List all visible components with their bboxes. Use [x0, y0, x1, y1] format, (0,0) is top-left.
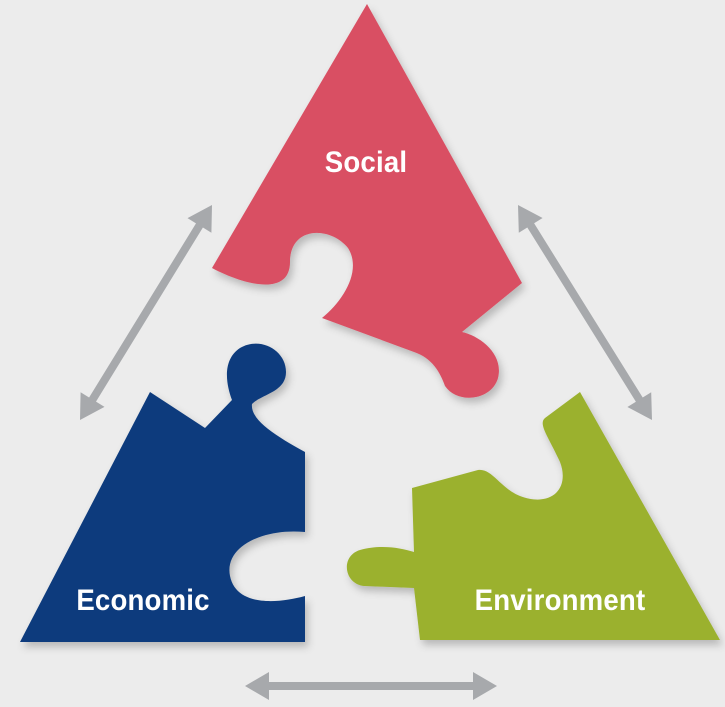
- environment-puzzle-piece: [346, 392, 720, 640]
- environment-label: Environment: [474, 584, 646, 617]
- arrow-social-environment-icon: [518, 205, 652, 420]
- economic-puzzle-piece: [20, 343, 305, 642]
- arrow-economic-environment-icon: [245, 672, 497, 700]
- social-puzzle-piece: [212, 4, 522, 398]
- economic-label: Economic: [76, 584, 210, 617]
- social-label: Social: [324, 146, 408, 179]
- arrows-group: [80, 205, 652, 700]
- arrow-social-economic-icon: [80, 205, 212, 420]
